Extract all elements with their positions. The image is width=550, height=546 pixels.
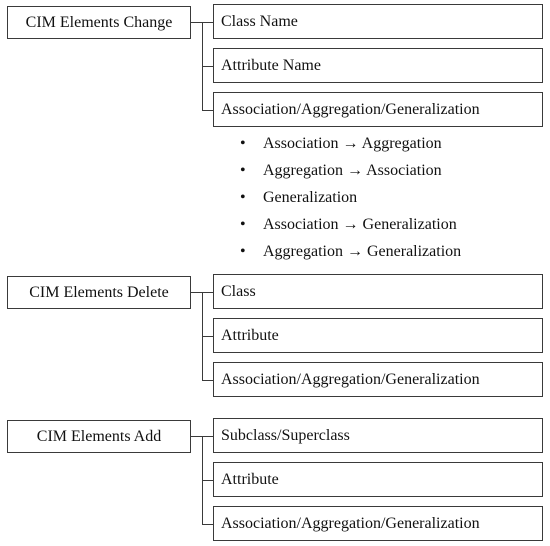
connector-change-branch-3 xyxy=(202,110,214,112)
item-label: Association/Aggregation/Generalization xyxy=(221,514,480,532)
bullet-item: • Association → Generalization xyxy=(240,211,461,238)
bullet-dot-icon: • xyxy=(240,242,246,260)
item-box-class-name: Class Name xyxy=(213,4,543,39)
item-box-association-delete: Association/Aggregation/Generalization xyxy=(213,362,543,397)
connector-change-branch-2 xyxy=(202,66,214,68)
item-box-class: Class xyxy=(213,274,543,309)
connector-add-branch-3 xyxy=(202,524,214,526)
connector-delete-branch-3 xyxy=(202,380,214,382)
item-label: Association/Aggregation/Generalization xyxy=(221,100,480,118)
item-label: Attribute xyxy=(221,326,279,344)
item-label: Class Name xyxy=(221,12,298,30)
bullet-text: Generalization xyxy=(263,188,358,206)
group-label-add: CIM Elements Add xyxy=(36,427,162,445)
item-label: Attribute Name xyxy=(221,56,321,74)
group-box-add: CIM Elements Add xyxy=(7,420,191,453)
bullet-dot-icon: • xyxy=(240,215,246,233)
item-label: Class xyxy=(221,282,256,300)
bullet-item: • Generalization xyxy=(240,184,461,211)
bullet-item: • Association → Aggregation xyxy=(240,130,461,157)
group-label-change: CIM Elements Change xyxy=(25,13,173,31)
item-box-attribute-name: Attribute Name xyxy=(213,48,543,83)
item-box-subclass-superclass: Subclass/Superclass xyxy=(213,418,543,453)
bullet-text: Aggregation → Association xyxy=(263,161,442,179)
bullet-text: Association → Aggregation xyxy=(263,134,442,152)
item-box-attribute-add: Attribute xyxy=(213,462,543,497)
group-label-delete: CIM Elements Delete xyxy=(29,283,169,301)
item-box-attribute-delete: Attribute xyxy=(213,318,543,353)
item-label: Association/Aggregation/Generalization xyxy=(221,370,480,388)
connector-delete-branch-2 xyxy=(202,336,214,338)
change-sub-bullets: • Association → Aggregation • Aggregation … xyxy=(240,130,461,265)
item-label: Subclass/Superclass xyxy=(221,426,350,444)
item-box-association-change: Association/Aggregation/Generalization xyxy=(213,92,543,127)
connector-add-branch-2 xyxy=(202,480,214,482)
group-box-delete: CIM Elements Delete xyxy=(7,276,191,309)
bullet-text: Association → Generalization xyxy=(263,215,457,233)
bullet-dot-icon: • xyxy=(240,161,246,179)
bullet-dot-icon: • xyxy=(240,134,246,152)
bullet-dot-icon: • xyxy=(240,188,246,206)
bullet-text: Aggregation → Generalization xyxy=(263,242,462,260)
item-label: Attribute xyxy=(221,470,279,488)
bullet-item: • Aggregation → Association xyxy=(240,157,461,184)
bullet-item: • Aggregation → Generalization xyxy=(240,238,461,265)
item-box-association-add: Association/Aggregation/Generalization xyxy=(213,506,543,541)
group-box-change: CIM Elements Change xyxy=(7,6,191,39)
